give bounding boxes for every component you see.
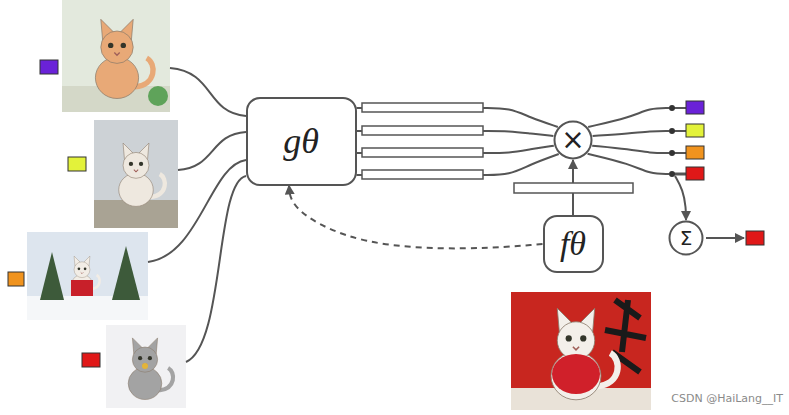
class-swatch <box>68 157 86 171</box>
cat-bell <box>142 363 148 369</box>
class-swatch <box>686 167 704 180</box>
class-swatch <box>686 146 704 159</box>
class-swatch <box>686 101 704 114</box>
embedding-bar <box>362 170 483 179</box>
node-label: fθ <box>560 227 586 261</box>
photo-decoration <box>605 300 646 372</box>
output-arrow <box>706 237 744 239</box>
input-wire <box>148 160 246 262</box>
junction-dot <box>669 105 675 111</box>
cat-photo <box>119 143 165 206</box>
photo-background <box>511 292 651 410</box>
network-box: fθ <box>543 215 604 273</box>
embedding-bar <box>362 126 483 135</box>
flow-connector <box>572 160 574 215</box>
node-label: gθ <box>283 123 319 159</box>
operator-circle: × <box>553 120 593 160</box>
junction-dot <box>669 150 675 156</box>
photo-tree <box>40 252 64 300</box>
circle-outline <box>670 222 703 255</box>
network-box: gθ <box>246 97 357 186</box>
embedding-bar <box>362 103 483 112</box>
photo-background <box>62 0 170 112</box>
node-label: × <box>561 126 584 154</box>
cat-costume <box>71 280 93 296</box>
photo-background <box>27 232 148 320</box>
flow-connector <box>588 108 686 220</box>
class-swatch <box>746 231 764 245</box>
class-swatch <box>40 60 58 74</box>
photo-tree <box>112 246 140 300</box>
circle-outline <box>555 122 592 159</box>
class-swatch <box>686 124 704 137</box>
input-wire <box>170 68 246 116</box>
photo-background <box>94 120 178 228</box>
cat-photo <box>95 19 153 98</box>
junction-dot <box>669 171 675 177</box>
class-swatch <box>82 353 100 367</box>
class-swatch <box>8 272 24 286</box>
photo-toy <box>148 86 168 106</box>
embedding-bar <box>514 183 633 193</box>
operator-circle: Σ <box>668 220 704 256</box>
input-wire <box>186 176 246 362</box>
cat-photo <box>551 308 618 400</box>
embedding-bar <box>362 148 483 157</box>
flow-connector <box>357 108 559 175</box>
node-label: Σ <box>680 228 693 248</box>
cat-shirt <box>552 354 600 394</box>
cat-photo <box>128 338 173 400</box>
junction-dot <box>669 128 675 134</box>
feedback-arrow <box>289 186 543 249</box>
photo-background <box>106 325 186 408</box>
watermark: CSDN @HaiLang__IT <box>671 392 783 405</box>
